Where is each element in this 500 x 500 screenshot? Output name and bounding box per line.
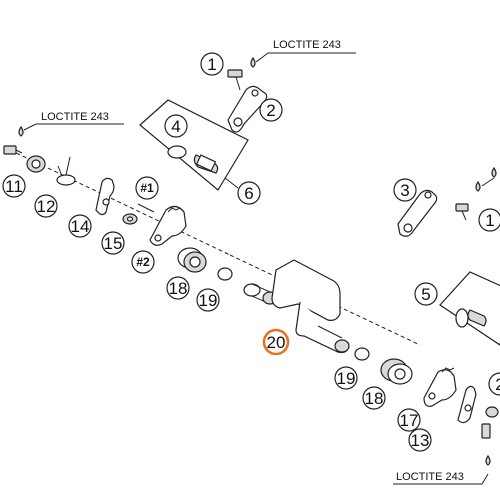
svg-text:19: 19 xyxy=(199,291,218,310)
lever-part-2 xyxy=(227,85,268,133)
lever-part-3 xyxy=(397,189,438,237)
small-parts-right xyxy=(481,406,499,439)
svg-text:6: 6 xyxy=(244,184,253,203)
loctite-drop-icon xyxy=(18,125,24,137)
callout-hash-1[interactable]: #1 xyxy=(135,176,159,200)
pin-part-1 xyxy=(137,203,155,213)
callout-19-left[interactable]: 19 xyxy=(196,288,220,312)
ring-part-19-right xyxy=(354,347,370,361)
loctite-bottom-right-group: LOCTITE 243 xyxy=(393,454,491,485)
svg-text:2: 2 xyxy=(495,375,500,394)
washer-part-15 xyxy=(122,213,138,225)
callout-19-right[interactable]: 19 xyxy=(334,366,358,390)
svg-text:2: 2 xyxy=(266,101,275,120)
bearing-part-18-right xyxy=(380,358,413,385)
pawl-part-13 xyxy=(457,385,477,424)
shift-segment-part xyxy=(149,205,187,246)
loctite-top-group: LOCTITE 243 xyxy=(250,39,356,68)
svg-text:13: 13 xyxy=(411,431,430,450)
svg-text:5: 5 xyxy=(421,285,430,304)
svg-text:17: 17 xyxy=(400,411,419,430)
loctite-left-label: LOCTITE 243 xyxy=(41,111,109,123)
svg-text:3: 3 xyxy=(400,181,409,200)
callout-5[interactable]: 5 xyxy=(414,282,438,306)
svg-text:19: 19 xyxy=(337,369,356,388)
bearing-part-18-left xyxy=(177,247,207,273)
svg-text:4: 4 xyxy=(171,117,180,136)
svg-text:20: 20 xyxy=(267,333,286,352)
loctite-left-group: LOCTITE 243 xyxy=(18,111,124,137)
callout-4[interactable]: 4 xyxy=(164,114,188,138)
loctite-drop-icon xyxy=(485,454,491,466)
callout-1-right[interactable]: 1 xyxy=(478,208,500,232)
callout-18-right[interactable]: 18 xyxy=(362,386,386,410)
loctite-drop-icon xyxy=(250,56,256,68)
callout-14[interactable]: 14 xyxy=(68,214,92,238)
callout-18-left[interactable]: 18 xyxy=(166,276,190,300)
svg-text:15: 15 xyxy=(104,234,123,253)
screw-left xyxy=(3,145,23,155)
svg-text:#2: #2 xyxy=(136,255,150,269)
svg-text:14: 14 xyxy=(71,217,90,236)
callout-2[interactable]: 2 xyxy=(259,98,283,122)
screw-part-1 xyxy=(227,69,243,91)
callout-15[interactable]: 15 xyxy=(101,231,125,255)
svg-text:18: 18 xyxy=(365,389,384,408)
loctite-drop-icon xyxy=(475,180,481,192)
ring-part-19-left xyxy=(217,267,233,281)
callout-12[interactable]: 12 xyxy=(34,194,58,218)
shift-shaft-part-20 xyxy=(243,259,350,354)
segment-part-17 xyxy=(423,367,457,407)
loctite-bottom-label: LOCTITE 243 xyxy=(396,471,464,483)
callout-2-right[interactable]: 2 xyxy=(488,372,500,396)
bushing-part-11 xyxy=(26,155,46,173)
svg-text:1: 1 xyxy=(485,211,494,230)
svg-text:18: 18 xyxy=(169,279,188,298)
callout-20-highlighted[interactable]: 20 xyxy=(262,328,290,356)
svg-text:#1: #1 xyxy=(140,181,154,195)
screw-part-1-right xyxy=(455,203,469,221)
callout-11[interactable]: 11 xyxy=(2,174,26,198)
svg-text:1: 1 xyxy=(207,55,216,74)
svg-text:11: 11 xyxy=(5,177,23,196)
callout-6[interactable]: 6 xyxy=(237,181,261,205)
loctite-right-drop xyxy=(475,166,497,192)
pawl-part-14 xyxy=(95,177,115,216)
callout-1-top[interactable]: 1 xyxy=(200,52,224,76)
loctite-top-label: LOCTITE 243 xyxy=(273,39,341,51)
spring-part-12 xyxy=(56,156,76,186)
callout-3[interactable]: 3 xyxy=(393,178,417,202)
callout-13[interactable]: 13 xyxy=(408,428,432,452)
detent-assembly-box-right xyxy=(439,271,500,346)
callout-hash-2[interactable]: #2 xyxy=(131,250,155,274)
svg-text:12: 12 xyxy=(37,197,56,216)
callout-17[interactable]: 17 xyxy=(397,408,421,432)
